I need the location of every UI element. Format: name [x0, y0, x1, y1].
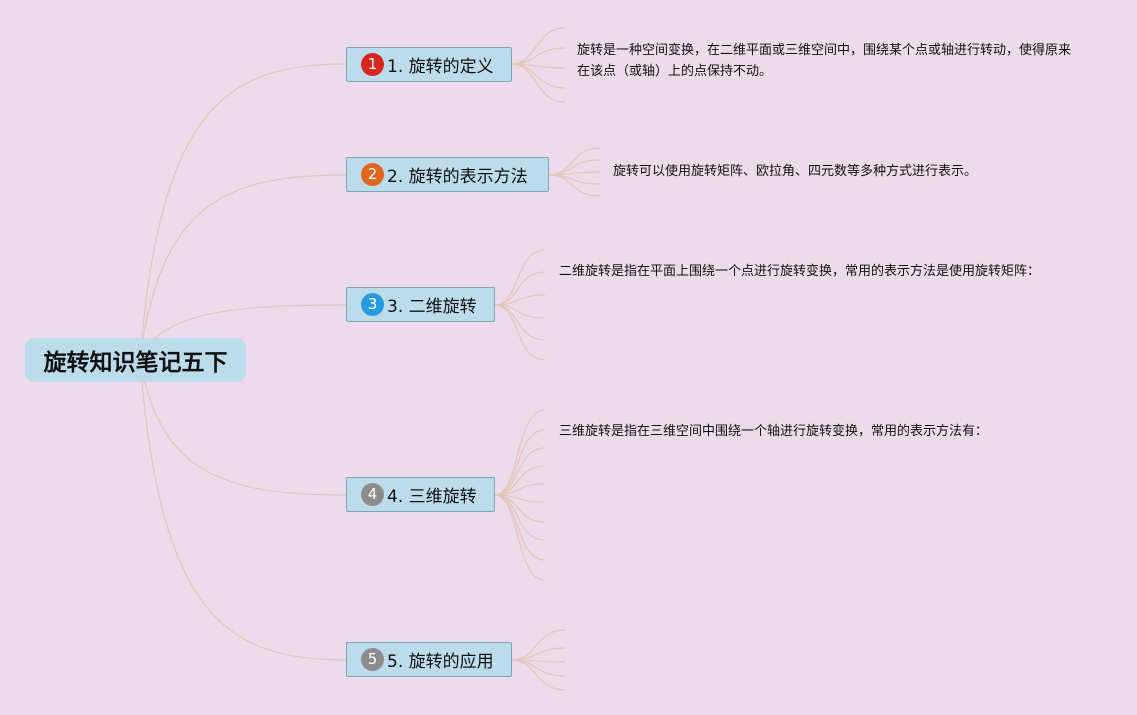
- branch-line-3-1: [494, 249, 546, 306]
- topic-node-representation[interactable]: 2 2. 旋转的表示方法: [346, 157, 549, 192]
- priority-3-icon: 3: [361, 293, 384, 316]
- topic-label: 4. 三维旋转: [387, 487, 477, 507]
- branch-line-4-10: [494, 494, 546, 581]
- branch-line-2-1: [548, 147, 601, 176]
- root-title: 旋转知识笔记五下: [43, 350, 228, 376]
- branch-line-3-2: [494, 271, 546, 306]
- topic-node-applications[interactable]: 5 5. 旋转的应用: [346, 642, 512, 677]
- branch-line-4-4: [494, 465, 546, 496]
- branch-line-4-1: [494, 409, 546, 496]
- topic-label: 2. 旋转的表示方法: [387, 167, 528, 187]
- branch-line-1-1: [511, 27, 566, 65]
- branch-line-4-2: [494, 429, 546, 496]
- branch-line-4-9: [494, 494, 546, 561]
- topic-node-3d-rotation[interactable]: 4 4. 三维旋转: [346, 477, 495, 512]
- topic-node-definition[interactable]: 1 1. 旋转的定义: [346, 47, 512, 82]
- branch-line-3-5: [494, 304, 546, 341]
- branch-line-5-1: [511, 629, 566, 661]
- priority-5-icon: 5: [361, 648, 384, 671]
- priority-2-icon: 2: [361, 163, 384, 186]
- note-3d-rotation: 三维旋转是指在三维空间中围绕一个轴进行旋转变换，常用的表示方法有：: [559, 424, 989, 439]
- branch-line-2-5: [548, 174, 601, 197]
- root-connector-5: [139, 359, 347, 661]
- root-node[interactable]: 旋转知识笔记五下: [25, 338, 246, 382]
- root-connector-1: [139, 63, 347, 361]
- topic-label: 3. 二维旋转: [387, 297, 477, 317]
- priority-4-icon: 4: [361, 483, 384, 506]
- branch-line-5-5: [511, 659, 566, 691]
- branch-line-3-6: [494, 304, 546, 361]
- root-connector-4: [139, 359, 347, 496]
- branch-line-4-3: [494, 447, 546, 496]
- root-connector-2: [139, 174, 347, 361]
- priority-1-icon: 1: [361, 53, 384, 76]
- branch-line-1-5: [511, 63, 566, 103]
- note-2d-rotation: 二维旋转是指在平面上围绕一个点进行旋转变换，常用的表示方法是使用旋转矩阵：: [559, 264, 1041, 279]
- topic-label: 5. 旋转的应用: [387, 652, 494, 672]
- topic-label: 1. 旋转的定义: [387, 57, 494, 77]
- note-definition: 旋转是一种空间变换，在二维平面或三维空间中，围绕某个点或轴进行转动，使得原来在该…: [577, 43, 1072, 79]
- note-representation: 旋转可以使用旋转矩阵、欧拉角、四元数等多种方式进行表示。: [613, 164, 978, 179]
- branch-line-1-2: [511, 47, 566, 65]
- topic-node-2d-rotation[interactable]: 3 3. 二维旋转: [346, 287, 495, 322]
